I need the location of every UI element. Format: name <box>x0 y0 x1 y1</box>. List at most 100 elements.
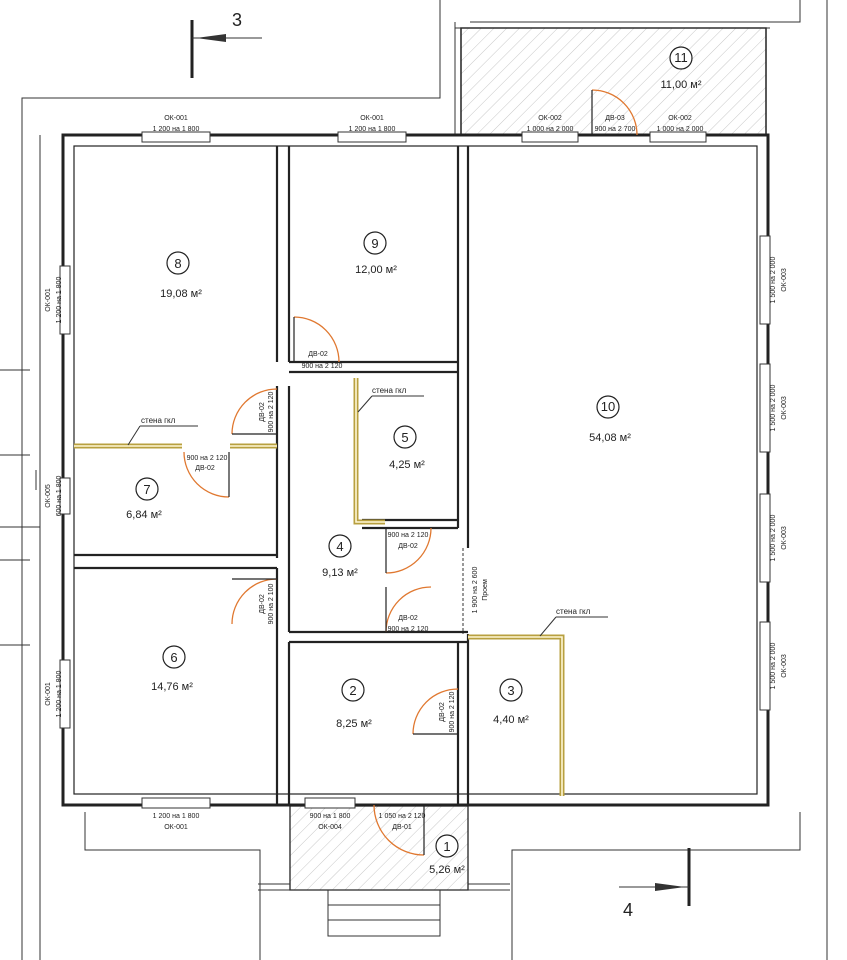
svg-text:1 500 на 2 000: 1 500 на 2 000 <box>770 385 777 432</box>
svg-text:1 500 на 2 000: 1 500 на 2 000 <box>770 257 777 304</box>
svg-text:1: 1 <box>443 839 450 854</box>
doors <box>183 89 638 856</box>
svg-text:ДВ-02: ДВ-02 <box>259 594 266 614</box>
svg-text:ДВ-02: ДВ-02 <box>195 465 215 472</box>
svg-text:600 на 1 800: 600 на 1 800 <box>56 475 63 516</box>
opening-label: 1 900 на 2 600 Проем <box>472 567 489 614</box>
door-label-room-5: 900 на 2 120 ДВ-02 <box>388 532 429 550</box>
gkl-callout-room-3: стена гкл <box>539 607 608 637</box>
window-label-right-4: 1 500 на 2 000 ОК-003 <box>770 643 788 690</box>
window-label-left-lower: ОК-001 1 200 на 1 800 <box>45 671 63 718</box>
svg-text:5,26 м²: 5,26 м² <box>429 864 465 876</box>
svg-text:Проем: Проем <box>482 579 489 601</box>
svg-text:ОК-003: ОК-003 <box>781 526 788 550</box>
gkl-callout-room-5: стена гкл <box>357 386 424 413</box>
svg-text:стена гкл: стена гкл <box>372 386 407 395</box>
gkl-walls <box>74 378 565 796</box>
svg-text:1 200 на 1 800: 1 200 на 1 800 <box>56 671 63 718</box>
svg-text:9,13 м²: 9,13 м² <box>322 567 358 579</box>
door-label-room-7: 900 на 2 120 ДВ-02 <box>187 455 228 472</box>
window-label-right-1: 1 500 на 2 000 ОК-003 <box>770 257 788 304</box>
svg-text:ОК-002: ОК-002 <box>538 115 562 122</box>
site-lines <box>0 0 828 960</box>
svg-text:8: 8 <box>174 256 181 271</box>
room-1-label: 1 5,26 м² <box>429 834 465 876</box>
svg-text:ОК-004: ОК-004 <box>318 824 342 831</box>
svg-text:стена гкл: стена гкл <box>556 607 591 616</box>
svg-text:ОК-001: ОК-001 <box>164 824 188 831</box>
svg-text:4,25 м²: 4,25 м² <box>389 459 425 471</box>
svg-text:900 на 2 120: 900 на 2 120 <box>449 691 456 732</box>
svg-text:4: 4 <box>623 900 633 920</box>
svg-text:54,08 м²: 54,08 м² <box>589 432 631 444</box>
svg-text:19,08 м²: 19,08 м² <box>160 288 202 300</box>
svg-text:1 200 на 1 800: 1 200 на 1 800 <box>153 813 200 820</box>
window-label-top-middle: ОК-001 1 200 на 1 800 <box>349 115 396 133</box>
axis-marker-3: 3 <box>190 10 262 78</box>
svg-text:3: 3 <box>507 683 514 698</box>
window-label-bottom-left: 1 200 на 1 800 ОК-001 <box>153 813 200 831</box>
porch-room-1 <box>258 805 510 937</box>
room-2-label: 2 8,25 м² <box>336 678 372 730</box>
door-label-room-8: ДВ-02 900 на 2 120 <box>259 391 275 432</box>
room-9-label: 9 12,00 м² <box>355 231 397 276</box>
svg-text:900 на 2 120: 900 на 2 120 <box>268 391 275 432</box>
svg-text:900 на 2 700: 900 на 2 700 <box>595 126 636 133</box>
window-label-left-upper: ОК-001 1 200 на 1 800 <box>45 277 63 324</box>
svg-text:1 500 на 2 000: 1 500 на 2 000 <box>770 643 777 690</box>
svg-text:10: 10 <box>601 399 615 414</box>
svg-text:ДВ-02: ДВ-02 <box>259 402 266 422</box>
svg-text:9: 9 <box>371 236 378 251</box>
door-label-room-6: ДВ-02 900 на 2 100 <box>259 583 275 624</box>
svg-text:14,76 м²: 14,76 м² <box>151 681 193 693</box>
svg-text:1 900 на 2 600: 1 900 на 2 600 <box>472 567 479 614</box>
terrace-room-11 <box>454 22 770 136</box>
svg-text:4: 4 <box>336 539 343 554</box>
svg-text:1 000 на 2 000: 1 000 на 2 000 <box>657 126 704 133</box>
svg-text:стена гкл: стена гкл <box>141 416 176 425</box>
svg-text:ДВ-01: ДВ-01 <box>392 824 412 831</box>
svg-text:5: 5 <box>401 430 408 445</box>
window-label-right-2: 1 500 на 2 000 ОК-003 <box>770 385 788 432</box>
door-label-room-9: ДВ-02 900 на 2 120 <box>302 351 343 370</box>
svg-text:ДВ-02: ДВ-02 <box>439 702 446 722</box>
svg-text:4,40 м²: 4,40 м² <box>493 714 529 726</box>
svg-text:900 на 2 120: 900 на 2 120 <box>388 626 429 633</box>
svg-text:12,00 м²: 12,00 м² <box>355 264 397 276</box>
room-6-label: 6 14,76 м² <box>151 645 193 693</box>
svg-text:ДВ-02: ДВ-02 <box>308 351 328 358</box>
gkl-callout-room-7: стена гкл <box>127 416 198 446</box>
svg-text:ДВ-02: ДВ-02 <box>398 615 418 622</box>
svg-text:900 на 2 120: 900 на 2 120 <box>302 363 343 370</box>
window-label-top-ok002-right: ОК-002 1 000 на 2 000 <box>657 115 704 133</box>
window-label-right-3: 1 500 на 2 000 ОК-003 <box>770 515 788 562</box>
svg-text:1 050 на 2 120: 1 050 на 2 120 <box>379 813 426 820</box>
svg-text:ОК-005: ОК-005 <box>45 484 52 508</box>
door-label-room-3: ДВ-02 900 на 2 120 <box>439 691 456 732</box>
room-5-label: 5 4,25 м² <box>389 425 425 471</box>
svg-text:1 200 на 1 800: 1 200 на 1 800 <box>56 277 63 324</box>
room-10-label: 10 54,08 м² <box>589 395 631 444</box>
door-label-room-2: ДВ-02 900 на 2 120 <box>388 615 429 633</box>
window-label-top-left: ОК-001 1 200 на 1 800 <box>153 115 200 133</box>
svg-text:ДВ-03: ДВ-03 <box>605 115 625 122</box>
door-label-dv03: ДВ-03 900 на 2 700 <box>595 115 636 133</box>
room-7-label: 7 6,84 м² <box>126 477 162 521</box>
svg-text:ОК-003: ОК-003 <box>781 268 788 292</box>
svg-text:900 на 2 120: 900 на 2 120 <box>388 532 429 539</box>
svg-text:ОК-003: ОК-003 <box>781 654 788 678</box>
svg-text:1 500 на 2 000: 1 500 на 2 000 <box>770 515 777 562</box>
svg-text:1 200 на 1 800: 1 200 на 1 800 <box>349 126 396 133</box>
svg-text:ОК-003: ОК-003 <box>781 396 788 420</box>
room-4-label: 4 9,13 м² <box>322 534 358 579</box>
svg-text:ОК-001: ОК-001 <box>45 682 52 706</box>
svg-text:900 на 1 800: 900 на 1 800 <box>310 813 351 820</box>
svg-text:ОК-001: ОК-001 <box>164 115 188 122</box>
svg-text:ДВ-02: ДВ-02 <box>398 543 418 550</box>
svg-text:7: 7 <box>143 482 150 497</box>
window-label-left-ok005: ОК-005 600 на 1 800 <box>45 475 63 516</box>
room-8-label: 8 19,08 м² <box>160 251 202 300</box>
svg-text:900 на 2 120: 900 на 2 120 <box>187 455 228 462</box>
exterior-walls <box>61 133 770 807</box>
